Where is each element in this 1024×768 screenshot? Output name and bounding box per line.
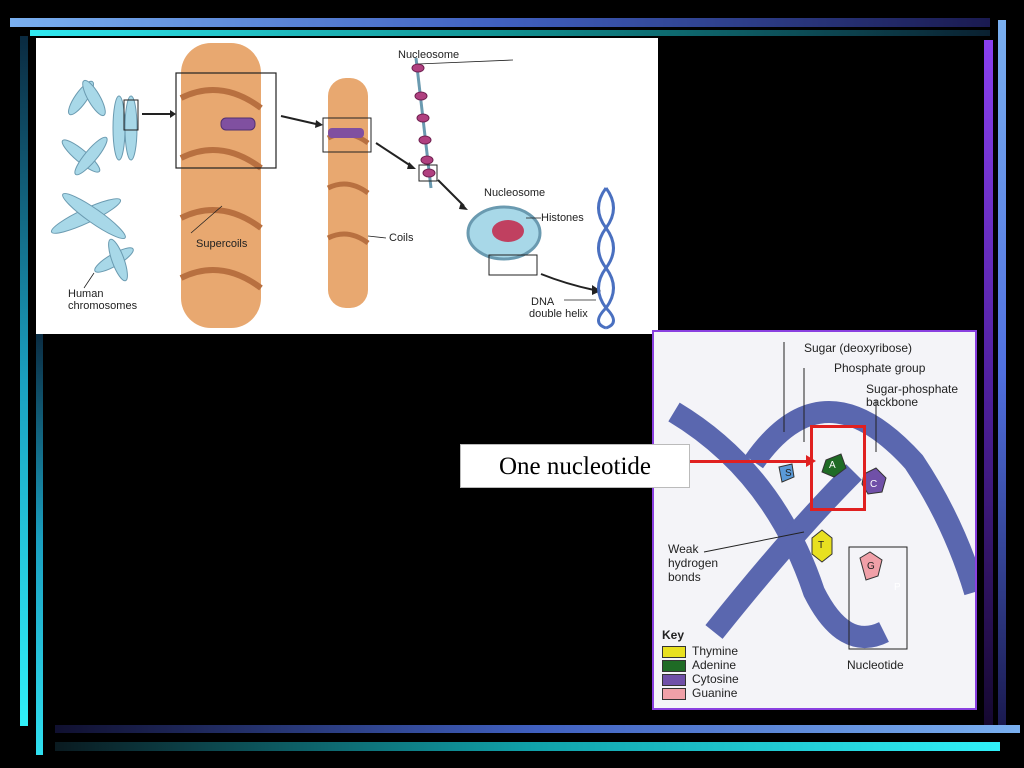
nucleosome-mid-label: Nucleosome: [484, 187, 546, 199]
cytosine-swatch: [662, 673, 686, 686]
backbone-label-2: backbone: [866, 395, 919, 409]
top-frame-bar-2: [30, 30, 990, 36]
base-c-label: C: [870, 479, 878, 490]
chromosomes-icon: [50, 79, 138, 282]
base-p-label: P: [894, 582, 901, 593]
key-row-cytosine: Cytosine: [662, 673, 739, 686]
key-row-guanine: Guanine: [662, 687, 737, 700]
dna-structure-figure: Sugar (deoxyribose) Phosphate group Suga…: [652, 330, 977, 710]
nucleotide-highlight-box: [810, 425, 866, 511]
histones-label: Histones: [541, 212, 584, 224]
supercoils-label: Supercoils: [196, 238, 248, 250]
right-frame-bar-2: [984, 40, 993, 725]
weak-bonds-label-1: Weak: [668, 542, 699, 556]
phosphate-label: Phosphate group: [834, 361, 926, 375]
nucleotide-arrow-head-icon: [806, 455, 816, 467]
nucleotide-arrow-line: [690, 460, 808, 463]
dna-label-1: DNA: [531, 296, 555, 308]
human-chromosomes-label-1: Human: [68, 288, 104, 300]
sugar-label: Sugar (deoxyribose): [804, 341, 913, 355]
nucleotide-bases-icon: [778, 453, 887, 581]
dna-helix-illustration: [668, 342, 975, 650]
nucleosome-icon: [466, 205, 542, 261]
base-g-label: G: [867, 561, 875, 572]
key-label: Guanine: [692, 686, 738, 700]
nucleotide-label: Nucleotide: [847, 658, 904, 672]
backbone-label-1: Sugar-phosphate: [866, 382, 959, 396]
one-nucleotide-callout: One nucleotide: [460, 444, 690, 488]
right-frame-bar: [998, 20, 1006, 725]
base-t-label: T: [818, 540, 825, 551]
weak-bonds-label-3: bonds: [668, 570, 701, 584]
top-frame-bar: [10, 18, 990, 27]
base-a-label: A: [829, 460, 836, 471]
key-title: Key: [662, 628, 685, 642]
dna-label-2: double helix: [529, 308, 588, 320]
left-frame-bar: [20, 36, 28, 726]
dna-backbone-icon: [668, 401, 975, 648]
nucleosome-string-icon: [411, 57, 436, 189]
key-label: Adenine: [692, 658, 737, 672]
dna-double-helix-icon: [597, 187, 615, 330]
thymine-swatch: [662, 645, 686, 658]
key-row-adenine: Adenine: [662, 659, 736, 672]
human-chromosomes-label-2: chromosomes: [68, 300, 138, 312]
left-frame-bar-2: [36, 330, 43, 755]
key-label: Thymine: [692, 644, 739, 658]
guanine-swatch: [662, 687, 686, 700]
weak-bonds-label-2: hydrogen: [668, 556, 719, 570]
coils-label: Coils: [389, 232, 414, 244]
adenine-swatch: [662, 659, 686, 672]
key-row-thymine: Thymine: [662, 645, 738, 658]
supercoil-icon: [179, 43, 263, 328]
coils-icon: [326, 78, 370, 308]
base-s-label: S: [785, 468, 792, 479]
chromatin-illustration: [50, 43, 615, 330]
bottom-frame-bar-2: [55, 742, 1000, 751]
bottom-frame-bar: [55, 725, 1020, 733]
chromatin-figure: Nucleosome Nucleosome Histones Supercoil…: [36, 38, 658, 334]
key-label: Cytosine: [692, 672, 739, 686]
nucleosome-top-label: Nucleosome: [398, 49, 460, 61]
